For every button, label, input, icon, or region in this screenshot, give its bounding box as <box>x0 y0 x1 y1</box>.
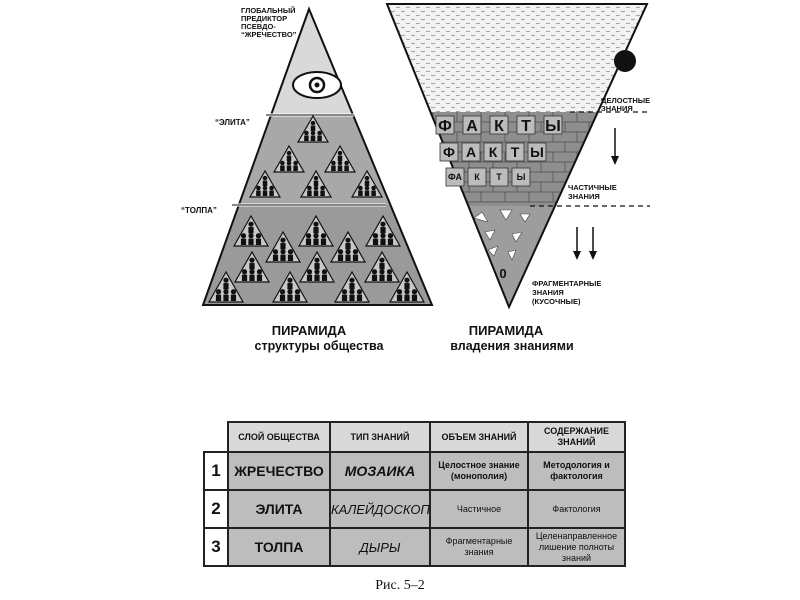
fact-letter: Т <box>521 118 531 135</box>
fact-letter: Ф <box>443 144 455 160</box>
row-number: 3 <box>203 527 229 567</box>
knowledge-pyramid-subtitle: владения знаниями <box>450 339 573 353</box>
fact-letter: Т <box>496 172 502 182</box>
fact-letter: А <box>466 144 476 160</box>
zero-mark: 0 <box>499 266 506 281</box>
crowd-people-groups <box>207 214 426 303</box>
people-group-icon <box>297 214 335 247</box>
fact-letter: Ы <box>530 144 544 160</box>
fact-letter: Ы <box>517 172 526 182</box>
figure-caption: Рис. 5–2 <box>375 578 425 593</box>
black-circle-icon <box>614 50 636 72</box>
society-pyramid: ГЛОБАЛЬНЫЙ ПРЕДИКТОР ПСЕВДО- “ЖРЕЧЕСТВО”… <box>181 6 434 353</box>
down-arrow-icon <box>589 227 597 260</box>
people-group-icon <box>350 169 384 198</box>
content-cell: Фактология <box>527 489 626 529</box>
crowd-label: “ТОЛПА” <box>181 206 217 215</box>
content-cell: Методология и фактология <box>527 451 626 491</box>
people-group-icon <box>298 250 336 283</box>
people-group-icon <box>272 144 306 173</box>
table-row: 2 ЭЛИТА КАЛЕЙДОСКОП Частичное Фактология <box>203 489 626 529</box>
type-cell: МОЗАИКА <box>329 451 431 491</box>
fact-letter: Ы <box>545 118 561 135</box>
knowledge-pyramid-title: ПИРАМИДА <box>469 323 544 338</box>
people-group-icon <box>232 214 270 247</box>
empty-corner <box>203 421 229 453</box>
row-number: 2 <box>203 489 229 529</box>
people-group-icon <box>323 144 357 173</box>
people-group-icon <box>388 270 426 303</box>
fact-letter: К <box>494 118 504 135</box>
elite-people-groups <box>248 114 384 198</box>
layer-cell: ЭЛИТА <box>227 489 331 529</box>
people-group-icon <box>248 169 282 198</box>
volume-cell: Целостное знание (монополия) <box>429 451 529 491</box>
layers-table: СЛОЙ ОБЩЕСТВА ТИП ЗНАНИЙ ОБЪЕМ ЗНАНИЙ СО… <box>203 421 626 567</box>
volume-cell: Фрагментарные знания <box>429 527 529 567</box>
fact-letter: Т <box>511 144 520 160</box>
people-group-icon <box>271 270 309 303</box>
fact-letter: А <box>466 118 478 135</box>
fact-letter: К <box>474 172 480 182</box>
top-tier-label: ГЛОБАЛЬНЫЙ ПРЕДИКТОР ПСЕВДО- “ЖРЕЧЕСТВО” <box>241 6 298 39</box>
table-row: 3 ТОЛПА ДЫРЫ Фрагментарные знания Целена… <box>203 527 626 567</box>
people-group-icon <box>333 270 371 303</box>
type-cell: КАЛЕЙДОСКОП <box>329 489 431 529</box>
table-row: 1 ЖРЕЧЕСТВО МОЗАИКА Целостное знание (мо… <box>203 451 626 491</box>
people-group-icon <box>299 169 333 198</box>
elite-label: “ЭЛИТА” <box>215 118 250 127</box>
column-header: СОДЕРЖАНИЕ ЗНАНИЙ <box>527 421 626 453</box>
fragment-knowledge-label: ФРАГМЕНТАРНЫЕ ЗНАНИЯ (КУСОЧНЫЕ) <box>532 279 603 306</box>
fact-letter: Ф <box>438 118 452 135</box>
society-pyramid-title: ПИРАМИДА <box>272 323 347 338</box>
people-group-icon <box>363 250 401 283</box>
down-arrow-icon <box>573 227 581 260</box>
row-number: 1 <box>203 451 229 491</box>
layer-cell: ЖРЕЧЕСТВО <box>227 451 331 491</box>
volume-cell: Частичное <box>429 489 529 529</box>
people-group-icon <box>207 270 245 303</box>
table-header-row: СЛОЙ ОБЩЕСТВА ТИП ЗНАНИЙ ОБЪЕМ ЗНАНИЙ СО… <box>203 421 626 453</box>
column-header: ТИП ЗНАНИЙ <box>329 421 431 453</box>
whole-knowledge-zone <box>387 4 647 112</box>
fact-letter: ФА <box>448 172 462 182</box>
column-header: ОБЪЕМ ЗНАНИЙ <box>429 421 529 453</box>
layer-cell: ТОЛПА <box>227 527 331 567</box>
society-pyramid-subtitle: структуры общества <box>255 339 385 353</box>
people-group-icon <box>329 230 367 263</box>
partial-knowledge-label: ЧАСТИЧНЫЕ ЗНАНИЯ <box>568 183 619 201</box>
people-group-icon <box>233 250 271 283</box>
eye-icon <box>292 71 342 99</box>
people-group-icon <box>364 214 402 247</box>
content-cell: Целенаправленное лишение полноты знаний <box>527 527 626 567</box>
people-group-icon <box>296 114 330 143</box>
column-header: СЛОЙ ОБЩЕСТВА <box>227 421 331 453</box>
people-group-icon <box>264 230 302 263</box>
down-arrow-icon <box>611 128 619 165</box>
type-cell: ДЫРЫ <box>329 527 431 567</box>
whole-knowledge-label: ЦЕЛОСТНЫЕ ЗНАНИЯ <box>601 96 652 113</box>
fact-letter: К <box>489 144 498 160</box>
